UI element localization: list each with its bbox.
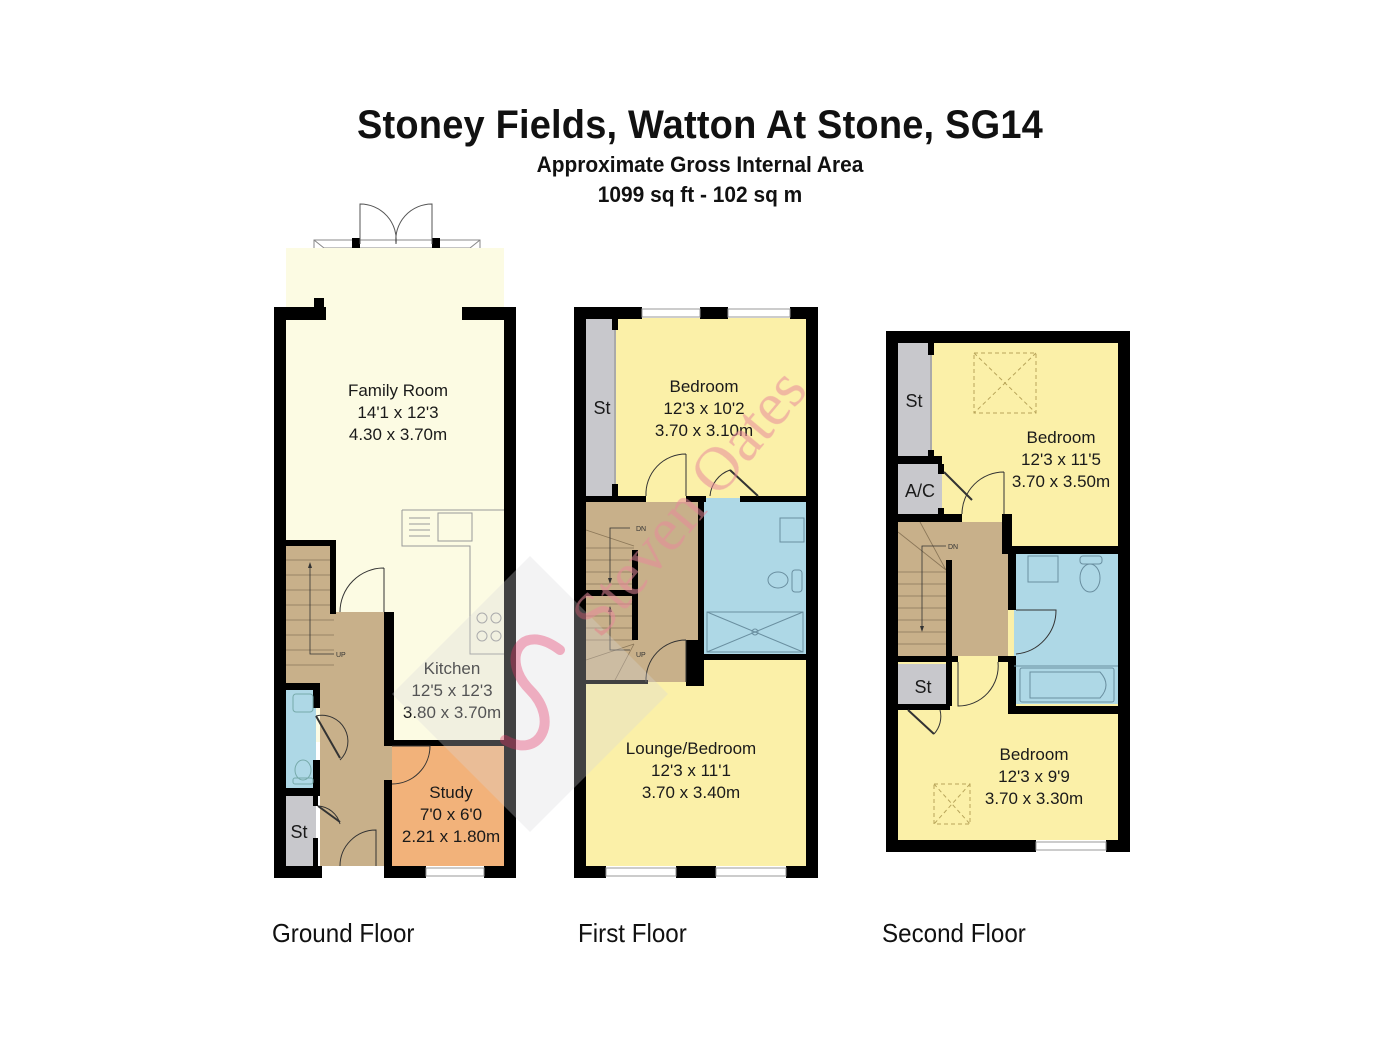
wc-fixtures xyxy=(292,693,314,785)
room-metric: 3.80 x 3.70m xyxy=(403,703,501,722)
study-room xyxy=(392,746,504,866)
first-storage xyxy=(586,318,614,496)
area-value: 1099 sq ft - 102 sq m xyxy=(597,182,803,207)
room-name: Lounge/Bedroom xyxy=(626,739,756,758)
airing-cupboard xyxy=(898,464,942,514)
second-landing xyxy=(898,522,1008,656)
kitchen-units xyxy=(401,509,504,655)
room-imperial: 12'5 x 12'3 xyxy=(411,681,492,700)
room-name: St xyxy=(290,822,307,842)
area-subtitle: Approximate Gross Internal Area xyxy=(536,152,864,177)
room-name: Bedroom xyxy=(670,377,739,396)
room-name: St xyxy=(914,677,931,697)
stair-arrow-icon xyxy=(309,566,334,655)
shower-room-fixtures xyxy=(706,517,805,653)
room-imperial: 12'3 x 11'1 xyxy=(651,761,731,780)
second-storage-bottom xyxy=(898,664,948,704)
second-floor-plan: DN xyxy=(886,331,1130,852)
room-name: Family Room xyxy=(348,381,448,400)
second-window xyxy=(1035,841,1107,851)
stair-arrow-icon xyxy=(920,626,924,632)
front-door-opening xyxy=(322,868,384,876)
second-walls xyxy=(886,331,1130,852)
french-doors xyxy=(359,203,433,245)
room-metric: 3.70 x 3.40m xyxy=(642,783,740,802)
second-storage-top xyxy=(898,342,930,456)
stair-arrow-icon xyxy=(608,578,612,584)
stair-up-label: UP xyxy=(636,652,646,659)
ground-wc xyxy=(286,690,316,788)
room-name: Bedroom xyxy=(1027,428,1096,447)
room-name: St xyxy=(905,391,922,411)
shower-room xyxy=(704,498,806,654)
study-window xyxy=(425,867,485,877)
bathroom xyxy=(1014,552,1118,704)
room-metric: 3.70 x 3.30m xyxy=(985,789,1083,808)
first-floor-plan: DN UP xyxy=(574,307,818,878)
room-name: Bedroom xyxy=(1000,745,1069,764)
plan-header: Stoney Fields, Watton At Stone, SG14 App… xyxy=(0,100,1400,210)
room-metric: 3.70 x 3.10m xyxy=(655,421,753,440)
ground-floor-label: Ground Floor xyxy=(272,918,415,948)
room-imperial: 12'3 x 11'5 xyxy=(1021,450,1101,469)
stair-dn-label: DN xyxy=(636,526,646,533)
room-name: St xyxy=(593,398,610,418)
room-name: Study xyxy=(429,783,473,802)
room-name: Kitchen xyxy=(424,659,481,678)
property-title: Stoney Fields, Watton At Stone, SG14 xyxy=(357,103,1043,147)
room-imperial: 12'3 x 9'9 xyxy=(998,767,1070,786)
ground-storage xyxy=(286,796,316,866)
room-name: A/C xyxy=(905,481,935,501)
first-windows xyxy=(605,308,791,877)
second-doors xyxy=(907,471,1057,735)
stair-arrow-icon xyxy=(608,606,612,612)
ground-doors xyxy=(315,567,431,867)
first-walls xyxy=(574,307,818,878)
skylight-icon xyxy=(933,352,1037,825)
first-floor-label: First Floor xyxy=(578,918,687,948)
room-metric: 3.70 x 3.50m xyxy=(1012,472,1110,491)
second-floor-label: Second Floor xyxy=(882,918,1026,948)
room-imperial: 12'3 x 10'2 xyxy=(663,399,744,418)
stair-dn-label: DN xyxy=(948,544,958,551)
ground-walls xyxy=(274,298,516,878)
room-imperial: 14'1 x 12'3 xyxy=(357,403,438,422)
room-metric: 4.30 x 3.70m xyxy=(349,425,447,444)
first-doors xyxy=(645,453,759,683)
ground-floor-plan: UP xyxy=(274,203,516,878)
watermark-logo-icon xyxy=(500,634,565,751)
bathroom-fixtures xyxy=(1014,555,1118,703)
stair-up-label: UP xyxy=(336,652,346,659)
room-imperial: 7'0 x 6'0 xyxy=(420,805,482,824)
room-metric: 2.21 x 1.80m xyxy=(402,827,500,846)
